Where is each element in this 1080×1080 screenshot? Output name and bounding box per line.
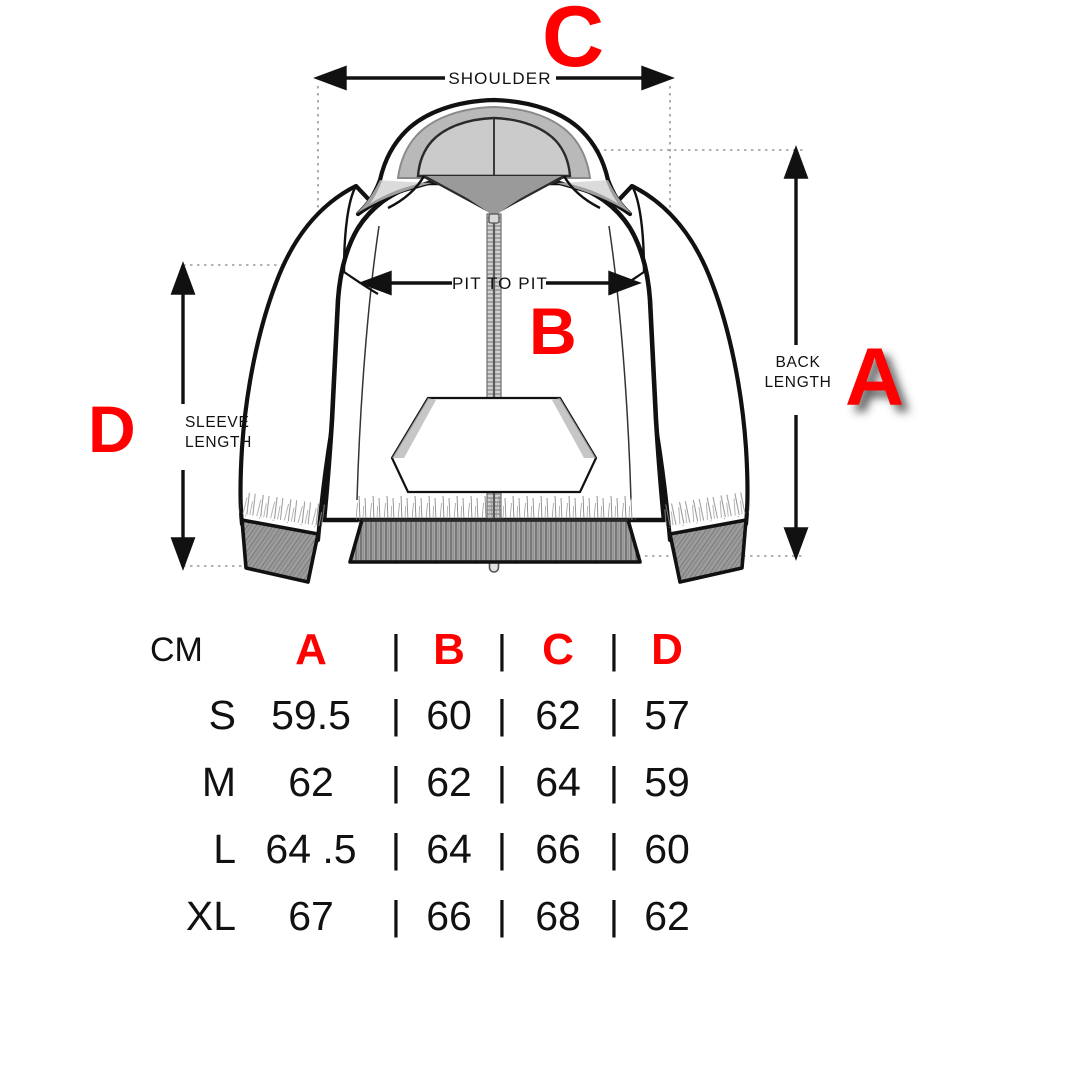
hood-drape-right [556,180,632,214]
left-cuff-fuzz [238,491,326,529]
separator: | [390,627,402,672]
cell-c: 64 [535,759,581,805]
cell-b: 64 [426,826,472,872]
cell-c: 62 [535,692,581,738]
cell-a: 64 .5 [265,826,357,872]
separator: | [390,693,402,737]
size-table: CM A | B | C | D S 59.5 | 60 | 62 | [150,618,710,950]
neck-outline-left [387,175,426,210]
right-shoulder-seam [630,185,646,273]
pocket-shadow-left [392,398,436,458]
neck-v-tip [460,190,528,217]
bottom-hem-rib [348,518,642,564]
cell-b: 60 [426,692,472,738]
table-row: S 59.5 | 60 | 62 | 57 [150,682,710,749]
cell-a: 67 [288,893,334,939]
key-letter-b: B [529,294,577,368]
table-header-row: CM A | B | C | D [150,618,710,682]
hoodie-illustration [238,97,750,584]
size-label: L [213,826,236,872]
hood-drape-left [356,180,432,214]
pit-to-pit-label: PIT TO PIT [452,274,548,293]
shoulder-label: SHOULDER [448,69,551,88]
pit-to-pit-arrow [358,270,642,296]
separator: | [390,827,402,871]
size-label: XL [185,893,236,939]
unit-label: CM [150,630,203,669]
guide-lines [183,86,805,567]
zipper-top-stop [488,213,500,224]
left-cuff [240,518,320,584]
separator: | [496,627,508,672]
separator: | [390,894,402,938]
cell-c: 68 [535,893,581,939]
separator: | [608,827,620,871]
cell-c: 66 [535,826,581,872]
right-cuff-fuzz [662,491,750,529]
cell-a: 62 [288,759,334,805]
separator: | [608,894,620,938]
column-header-a: A [295,625,327,674]
back-length-label-line2: LENGTH [764,374,831,391]
sleeve-length-arrow [170,261,196,571]
right-body-seam [608,225,632,501]
cell-d: 62 [644,893,690,939]
separator: | [496,827,508,871]
column-header-b: B [433,625,465,674]
cell-d: 60 [644,826,690,872]
back-length-label-line1: BACK [775,354,820,371]
shoulder-arrow [313,65,675,91]
sleeve-length-label-line2: LENGTH [185,434,252,451]
size-label: M [201,759,236,805]
measurement-labels: SHOULDER PIT TO PIT BACK LENGTH SLEEVE L… [185,69,831,451]
cell-d: 57 [644,692,690,738]
hem-fuzz [356,496,636,522]
separator: | [496,760,508,804]
size-label: S [208,692,236,738]
table-row: XL 67 | 66 | 68 | 62 [150,883,710,950]
right-cuff [668,518,748,584]
left-body-seam [356,225,380,501]
cell-b: 62 [426,759,472,805]
cell-a: 59.5 [271,692,351,738]
separator: | [390,760,402,804]
column-header-d: D [651,625,683,674]
key-letter-c: C [542,0,605,85]
separator: | [496,894,508,938]
cell-d: 59 [644,759,690,805]
separator: | [608,627,620,672]
back-length-arrow [783,145,809,561]
pocket-shadow-right [552,398,596,458]
separator: | [608,693,620,737]
neck-outline-right [562,175,601,210]
key-letter-a: A [845,332,905,423]
size-table-container: CM A | B | C | D S 59.5 | 60 | 62 | [150,618,710,950]
separator: | [496,693,508,737]
sleeve-length-label-line1: SLEEVE [185,414,250,431]
table-row: M 62 | 62 | 64 | 59 [150,749,710,816]
table-row: L 64 .5 | 64 | 66 | 60 [150,816,710,883]
key-letter-d: D [88,392,136,466]
left-shoulder-seam [342,185,358,273]
separator: | [608,760,620,804]
cell-b: 66 [426,893,472,939]
measurement-arrows [170,65,809,571]
column-header-c: C [542,625,574,674]
